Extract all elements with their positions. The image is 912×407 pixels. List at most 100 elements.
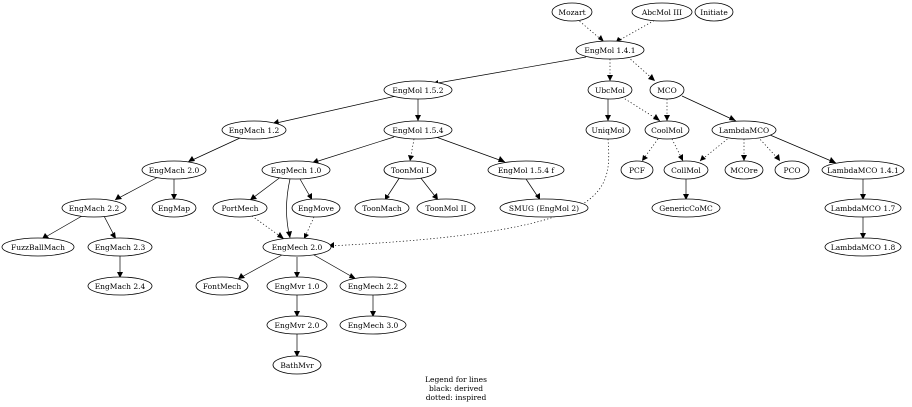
node-eng154[interactable]: EngMol 1.5.4 — [383, 120, 453, 140]
node-label: ToonMol II — [425, 204, 466, 213]
node-label: LambdaMCO 1.4.1 — [827, 166, 899, 175]
arrow-lambdamco141 — [829, 157, 836, 163]
node-label: EngMech 1.0 — [271, 166, 322, 175]
node-engmvr20[interactable]: EngMvr 2.0 — [266, 315, 328, 335]
node-label: EngMach 2.4 — [95, 282, 146, 291]
node-engmech20[interactable]: EngMech 2.0 — [262, 237, 332, 257]
node-label: Mozart — [558, 8, 585, 17]
edge-abc3-eng141 — [615, 18, 658, 43]
node-pco[interactable]: PCO — [774, 160, 810, 180]
node-lambdamco[interactable]: LambdaMCO — [711, 120, 777, 140]
arrow-engmvr20 — [294, 311, 300, 317]
node-engmove[interactable]: EngMove — [291, 198, 341, 218]
node-pcf[interactable]: PCF — [620, 160, 654, 180]
node-eng141[interactable]: EngMol 1.4.1 — [575, 40, 645, 60]
arrow-engmach22 — [115, 194, 122, 200]
node-portmech[interactable]: PortMech — [212, 198, 268, 218]
arrowheads — [42, 35, 866, 357]
node-label: EngMach 2.2 — [69, 204, 120, 213]
node-label: PortMech — [221, 204, 258, 213]
edge-ubcmol-coolmol — [621, 96, 661, 122]
node-label: AbcMol III — [641, 8, 682, 17]
arrow-eng141-top — [598, 35, 604, 42]
node-label: EngMol 1.5.4 — [392, 126, 443, 135]
arrow-engmove — [307, 193, 312, 200]
node-lambdamco17[interactable]: LambdaMCO 1.7 — [824, 198, 902, 218]
node-engmvr10[interactable]: EngMvr 1.0 — [266, 276, 328, 296]
node-engmach20[interactable]: EngMach 2.0 — [141, 160, 207, 180]
arrow-eng154f — [498, 156, 505, 162]
node-label: EngMech 2.0 — [272, 243, 323, 252]
arrow-eng154 — [415, 115, 421, 121]
arrow-coolmol-a — [653, 114, 660, 121]
node-label: CoolMol — [651, 126, 683, 135]
arrow-engmech20-b — [277, 232, 284, 239]
arrow-engmach24 — [117, 272, 123, 278]
node-label: FontMech — [203, 282, 241, 291]
node-eng154f[interactable]: EngMol 1.5.4 f — [487, 160, 565, 180]
node-smug[interactable]: SMUG (EngMol 2) — [499, 198, 589, 218]
node-engmach12[interactable]: EngMach 1.2 — [221, 120, 287, 140]
node-engmach23[interactable]: EngMach 2.3 — [87, 237, 153, 257]
node-label: EngMap — [158, 204, 190, 213]
node-toonmol1[interactable]: ToonMol I — [383, 160, 437, 180]
node-bathmvr[interactable]: BathMvr — [272, 355, 322, 375]
arrow-collmol-a — [678, 154, 683, 161]
node-label: PCO — [784, 166, 801, 175]
node-engmech30[interactable]: EngMech 3.0 — [339, 315, 407, 335]
edge-engmove-engmech20 — [303, 216, 315, 240]
legend-derived: black: derived — [429, 384, 483, 393]
arrow-toonmol1 — [408, 155, 414, 161]
node-collmol[interactable]: CollMol — [663, 160, 709, 180]
node-label: EngMach 2.3 — [95, 243, 146, 252]
node-lambdamco141[interactable]: LambdaMCO 1.4.1 — [821, 160, 905, 180]
edge-eng154-toonmol1 — [409, 138, 415, 162]
node-initiate[interactable]: Initiate — [694, 2, 734, 22]
node-mozart[interactable]: Mozart — [551, 2, 593, 22]
edge-engmach20-engmach22 — [114, 175, 161, 201]
edge-engmech20-engmech22 — [313, 254, 357, 280]
arrow-coolmol-b — [664, 115, 670, 121]
edge-eng154-eng154f — [435, 136, 506, 163]
node-toonmach[interactable]: ToonMach — [354, 198, 410, 218]
arrow-genericcomc — [683, 194, 689, 200]
edge-engmech10-portmech — [249, 175, 283, 201]
arrow-engmech22 — [349, 273, 356, 279]
node-label: BathMvr — [280, 361, 314, 370]
node-toonmol2[interactable]: ToonMol II — [416, 198, 476, 218]
arrow-engmech30 — [370, 311, 376, 317]
node-abc3[interactable]: AbcMol III — [631, 2, 693, 22]
node-engmech10[interactable]: EngMech 1.0 — [261, 160, 331, 180]
node-engmach22[interactable]: EngMach 2.2 — [61, 198, 127, 218]
node-eng152[interactable]: EngMol 1.5.2 — [383, 80, 453, 100]
edge-engmech10-engmech20 — [286, 178, 291, 239]
node-coolmol[interactable]: CoolMol — [644, 120, 690, 140]
node-lambdamco18[interactable]: LambdaMCO 1.8 — [824, 237, 902, 257]
arrow-engmech20-a — [286, 231, 292, 238]
arrow-lambdamco17 — [860, 194, 866, 200]
node-engmach24[interactable]: EngMach 2.4 — [87, 276, 153, 296]
node-ubcmol[interactable]: UbcMol — [587, 80, 633, 100]
node-uniqmol[interactable]: UniqMol — [585, 120, 631, 140]
node-engmap[interactable]: EngMap — [151, 198, 197, 218]
node-engmech22[interactable]: EngMech 2.2 — [339, 276, 407, 296]
node-mco[interactable]: MCO — [649, 80, 685, 100]
arrow-ubcmol — [607, 75, 613, 81]
edge-uniqmol-engmech20 — [327, 138, 610, 247]
arrow-mcore — [741, 155, 747, 161]
node-label: UbcMol — [595, 86, 626, 95]
node-label: GenericCoMC — [659, 204, 713, 213]
node-label: EngMol 1.5.2 — [392, 86, 443, 95]
arrow-portmech — [250, 194, 257, 200]
node-fuzzball[interactable]: FuzzBallMach — [1, 237, 75, 257]
node-label: EngMvr 1.0 — [275, 282, 320, 291]
node-genericcomc[interactable]: GenericCoMC — [651, 198, 721, 218]
arrow-uniqmol — [605, 115, 611, 121]
node-mcore[interactable]: MCOre — [724, 160, 764, 180]
arrow-pcf — [642, 155, 648, 161]
node-fontmech[interactable]: FontMech — [195, 276, 249, 296]
arrow-mco — [648, 74, 655, 81]
node-label: ToonMach — [362, 204, 402, 213]
edge-lambdamco-collmol — [699, 136, 731, 162]
edge-mozart-eng141 — [576, 18, 605, 43]
